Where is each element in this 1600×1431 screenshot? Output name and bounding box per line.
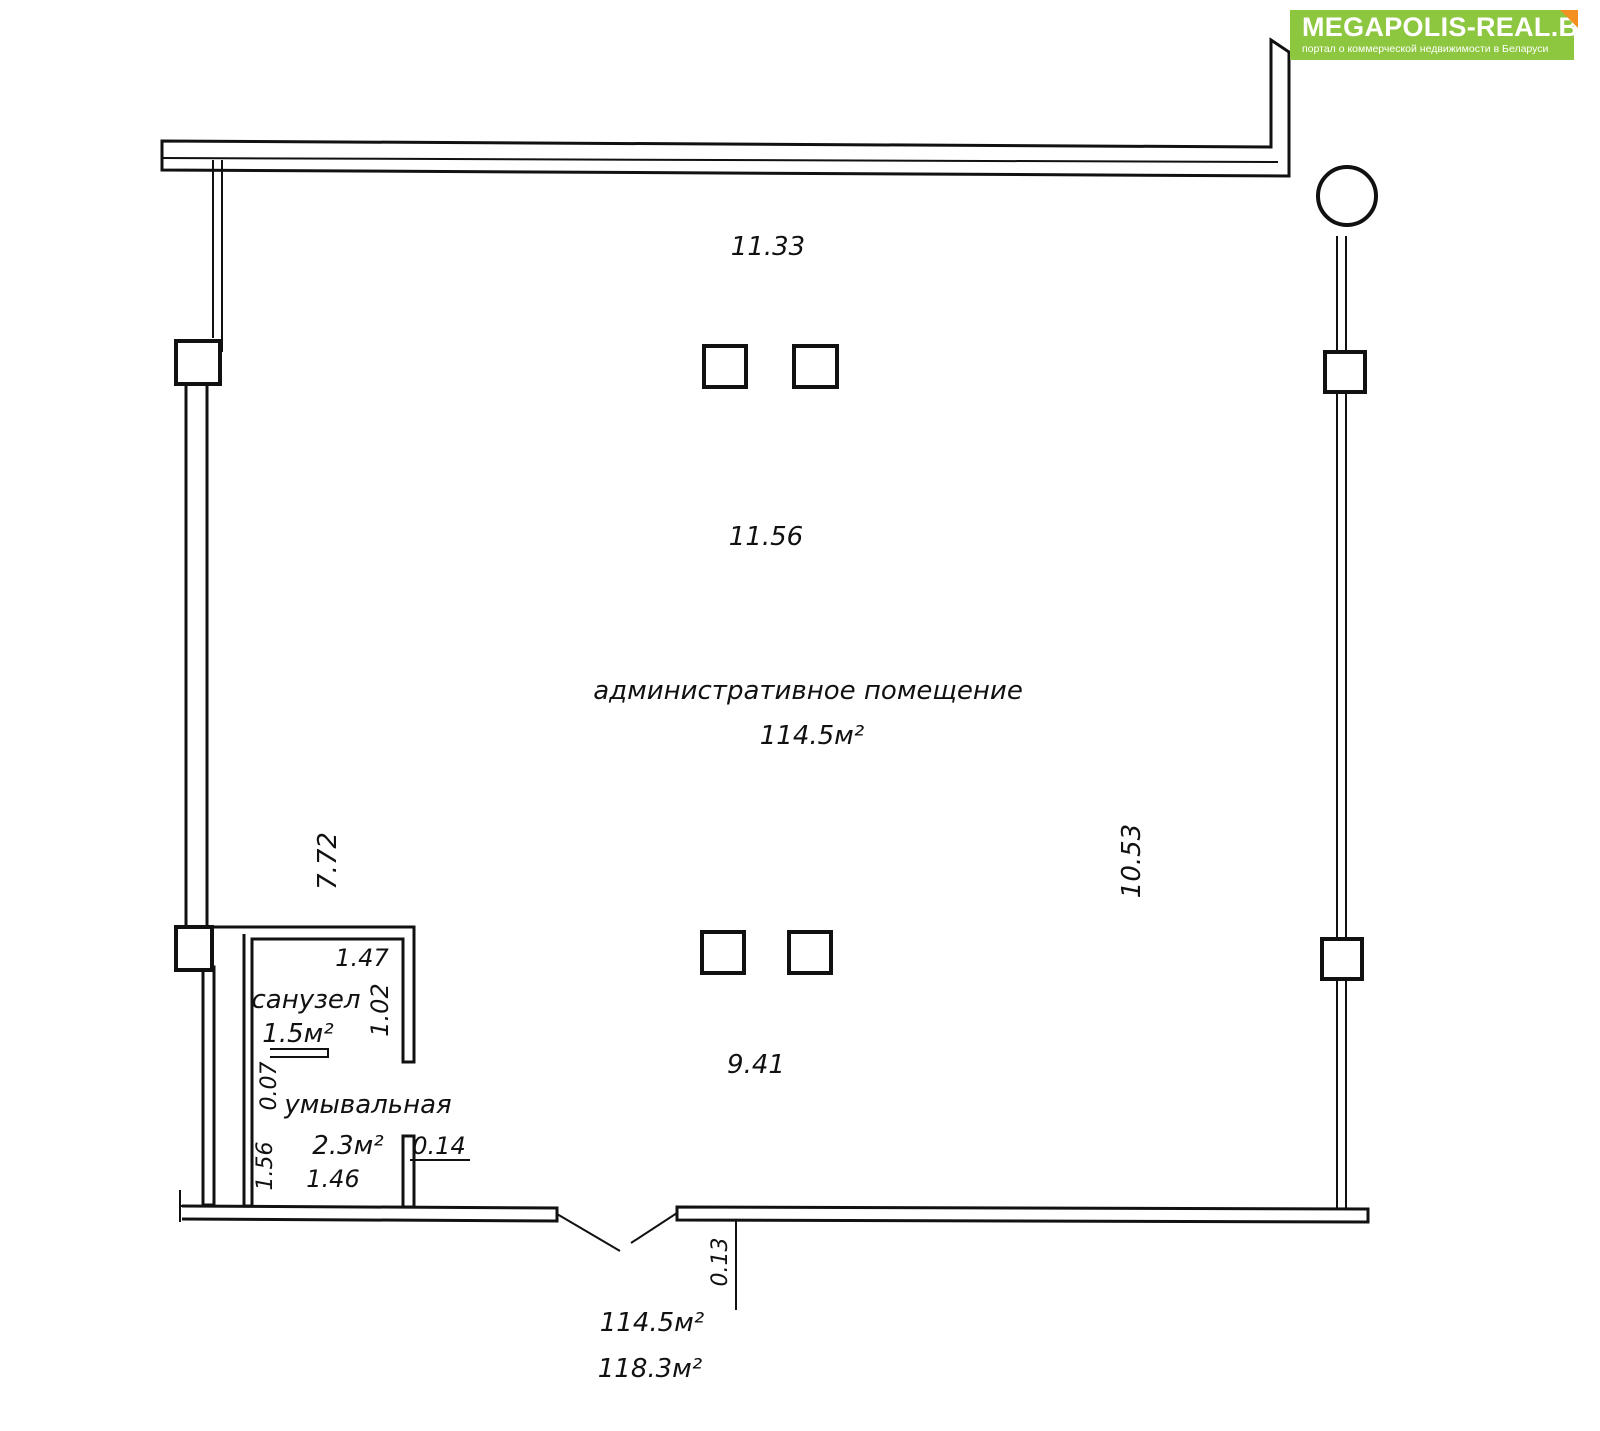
top-wall [160,37,1291,178]
washroom-depth: 1.56 [253,1142,278,1191]
wall-thickness: 0.14 [412,1132,465,1160]
bathroom-area: 1.5м² [262,1019,333,1049]
dimension-bottom: 9.41 [727,1050,785,1080]
room-area: 114.5м² [760,721,864,751]
column [787,930,833,975]
bottom-wall [181,1204,1370,1224]
column [792,344,839,389]
bathroom-width: 1.47 [335,944,389,972]
room-name: административное помещение [593,676,1023,706]
bathroom-depth: 1.02 [366,983,394,1036]
column [1320,937,1364,981]
column [702,344,748,389]
partition-thickness: 0.07 [257,1062,282,1111]
column [700,930,746,975]
entrance-door [556,1212,678,1252]
column [174,339,222,386]
column [1323,350,1367,394]
watermark-logo: MEGAPOLIS-REAL.BY портал о коммерческой … [1290,10,1596,60]
left-upper-wall [212,160,223,352]
bathroom-name: санузел [251,985,360,1015]
right-wall [1336,236,1347,1209]
dimension-right: 10.53 [1117,824,1147,898]
left-lower-wall [179,965,216,1222]
dimension-top: 11.33 [731,232,805,262]
dimension-middle: 11.56 [729,522,803,552]
total-area: 118.3м² [598,1354,702,1384]
washroom-width: 1.46 [306,1165,359,1193]
living-area-total: 114.5м² [600,1308,704,1338]
watermark-title: MEGAPOLIS-REAL.BY [1302,12,1597,42]
bathroom-walls [212,925,737,1310]
column [174,925,214,972]
left-window-wall [184,374,209,930]
dimension-left: 7.72 [313,832,343,890]
washroom-area: 2.3м² [312,1131,383,1161]
corner-column [1316,165,1378,227]
washroom-name: умывальная [283,1090,451,1120]
watermark-corner-icon [1560,10,1578,28]
watermark-subtitle: портал о коммерческой недвижимости в Бел… [1302,43,1549,55]
wall-thickness: 0.13 [708,1238,733,1287]
